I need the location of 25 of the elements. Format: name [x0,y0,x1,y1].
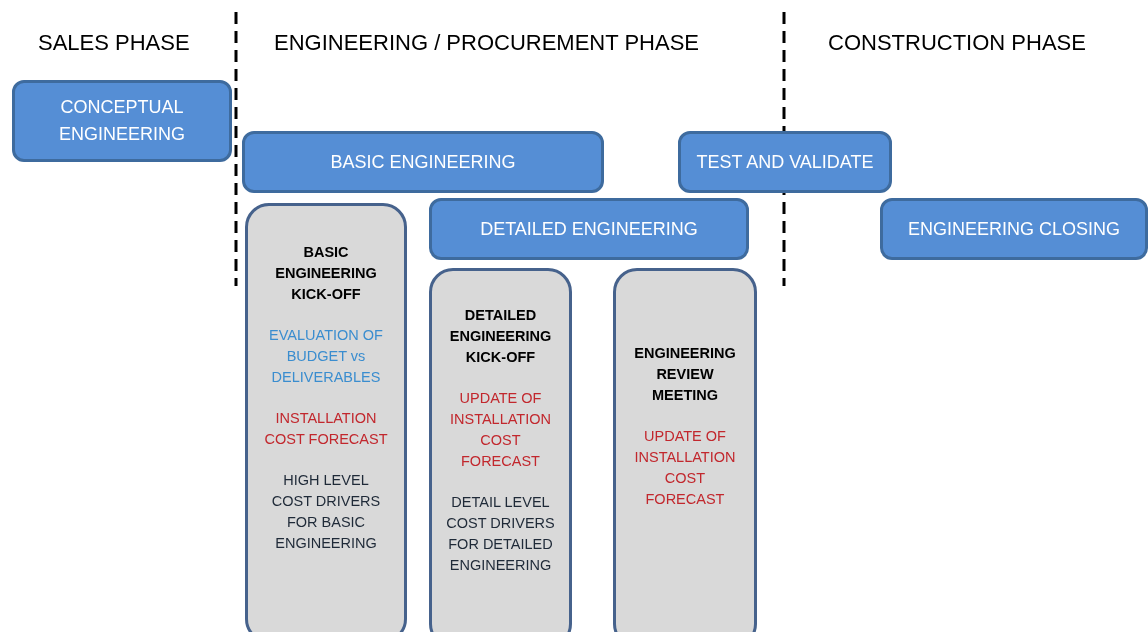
card-text: EVALUATION OF BUDGET vs DELIVERABLES [268,326,384,387]
phase-task-bar [429,198,749,260]
milestone-card [245,203,407,632]
bar-label: DETAILED ENGINEERING [480,217,698,241]
phase-heading: CONSTRUCTION PHASE [828,30,1086,56]
card-text: INSTALLATION COST FORECAST [263,409,389,449]
bar-label: TEST AND VALIDATE [696,150,874,174]
bar-label: CONCEPTUAL ENGINEERING [58,96,186,146]
phase-task-bar [242,131,604,193]
card-heading: DETAILED ENGINEERING KICK-OFF [448,306,553,367]
phase-task-bar [678,131,892,193]
bar-label: ENGINEERING CLOSING [907,217,1120,241]
card-text: HIGH LEVEL COST DRIVERS FOR BASIC ENGINEERING [270,471,382,553]
milestone-card [429,268,572,632]
phase-heading: ENGINEERING / PROCUREMENT PHASE [274,30,699,56]
card-text: UPDATE OF INSTALLATION COST FORECAST [449,389,552,471]
card-text: DETAIL LEVEL COST DRIVERS FOR DETAILED ENGINEERING [446,493,555,575]
phase-heading: SALES PHASE [38,30,190,56]
card-text: UPDATE OF INSTALLATION COST FORECAST [633,427,737,509]
phase-task-bar [880,198,1148,260]
milestone-card [613,268,757,632]
card-heading: ENGINEERING REVIEW MEETING [633,344,737,405]
phase-task-bar [12,80,232,162]
bar-label: BASIC ENGINEERING [330,150,516,174]
card-heading: BASIC ENGINEERING KICK-OFF [274,243,378,304]
